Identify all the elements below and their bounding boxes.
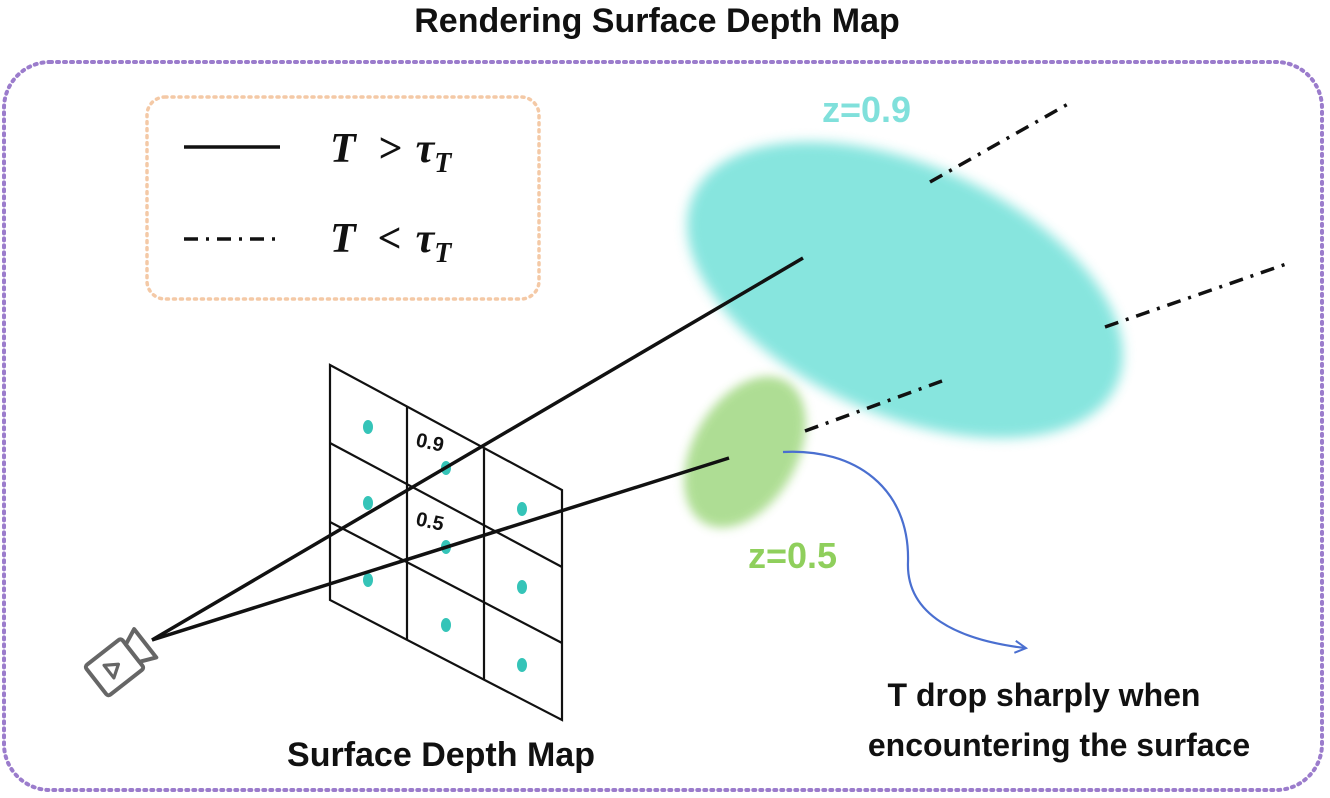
cell-value-far: 0.9 xyxy=(414,429,446,456)
legend-dashed-label: T<τT xyxy=(330,216,453,269)
depth-map-outline xyxy=(328,363,564,722)
depth-map-caption: Surface Depth Map xyxy=(287,736,595,774)
legend-frame xyxy=(145,95,541,301)
depth-dot xyxy=(363,420,373,434)
ray-to-near-surface xyxy=(151,456,730,642)
annotation-arrow xyxy=(782,450,1025,648)
near-surface-blob xyxy=(684,376,806,528)
annotation-line-2: encountering the surface xyxy=(868,727,1250,763)
near-ray-continuation xyxy=(804,379,943,433)
legend-solid-label: T>τT xyxy=(330,126,453,179)
grid-line-h2 xyxy=(329,521,563,644)
depth-dot xyxy=(517,658,527,672)
ray-to-far-surface xyxy=(151,256,804,642)
depth-dot xyxy=(363,496,373,510)
grid-line-h1 xyxy=(329,442,563,568)
legend: T>τT T<τT xyxy=(145,95,541,301)
outer-frame xyxy=(2,60,1324,792)
depth-dot xyxy=(517,502,527,516)
far-ray-continuation-right xyxy=(1104,260,1293,329)
page-title: Rendering Surface Depth Map xyxy=(414,2,900,40)
far-surface-depth-label: z=0.9 xyxy=(822,89,911,130)
depth-dot xyxy=(441,618,451,632)
depth-dot xyxy=(517,580,527,594)
far-surface-blob xyxy=(687,141,1123,439)
near-surface-depth-label: z=0.5 xyxy=(748,535,837,576)
depth-map-grid xyxy=(328,363,564,722)
cell-value-near: 0.5 xyxy=(414,508,446,535)
video-camera-icon xyxy=(83,627,159,698)
depth-dot xyxy=(363,573,373,587)
annotation-line-1: T drop sharply when xyxy=(888,677,1201,713)
far-ray-continuation-top xyxy=(929,102,1069,184)
